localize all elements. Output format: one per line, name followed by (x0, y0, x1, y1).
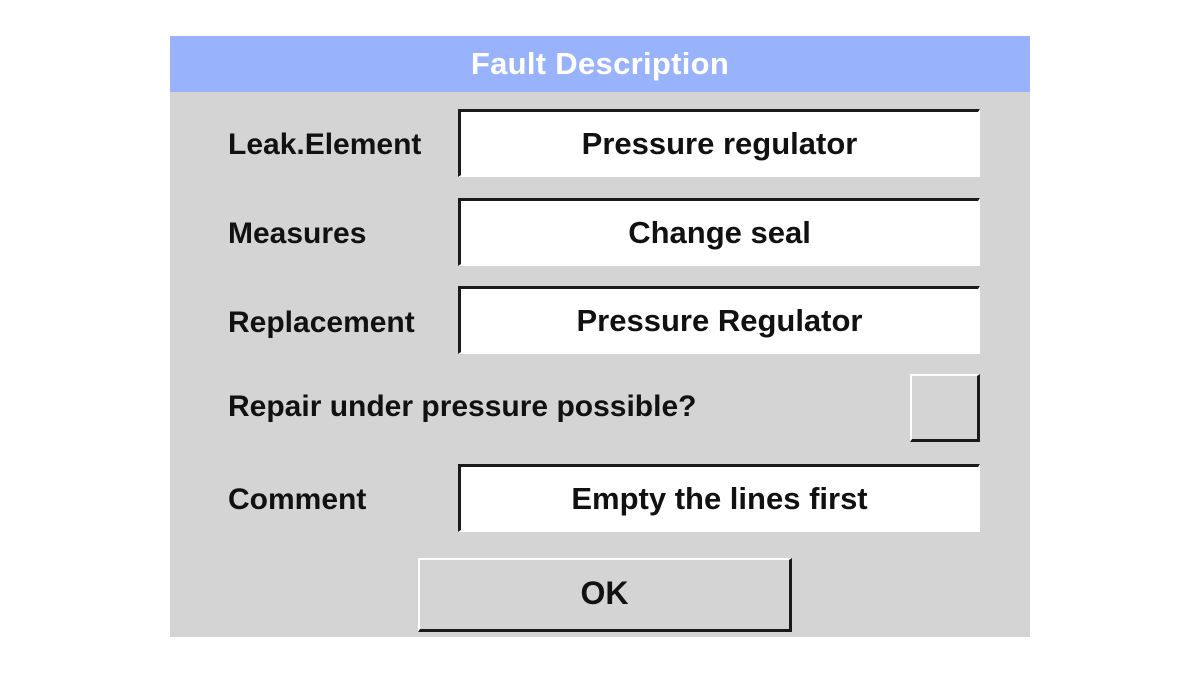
dialog-title: Fault Description (170, 36, 1030, 92)
comment-label: Comment (228, 483, 367, 516)
replacement-label: Replacement (228, 306, 415, 339)
comment-field[interactable]: Empty the lines first (458, 464, 980, 532)
repair-under-pressure-label: Repair under pressure possible? (228, 390, 697, 423)
fault-description-dialog: Fault Description Leak.Element Pressure … (170, 36, 1030, 637)
ok-button[interactable]: OK (418, 558, 792, 632)
replacement-field[interactable]: Pressure Regulator (458, 286, 980, 354)
leak-element-label: Leak.Element (228, 128, 422, 161)
repair-under-pressure-checkbox[interactable] (910, 374, 980, 442)
measures-label: Measures (228, 217, 367, 250)
measures-field[interactable]: Change seal (458, 198, 980, 266)
leak-element-field[interactable]: Pressure regulator (458, 109, 980, 177)
